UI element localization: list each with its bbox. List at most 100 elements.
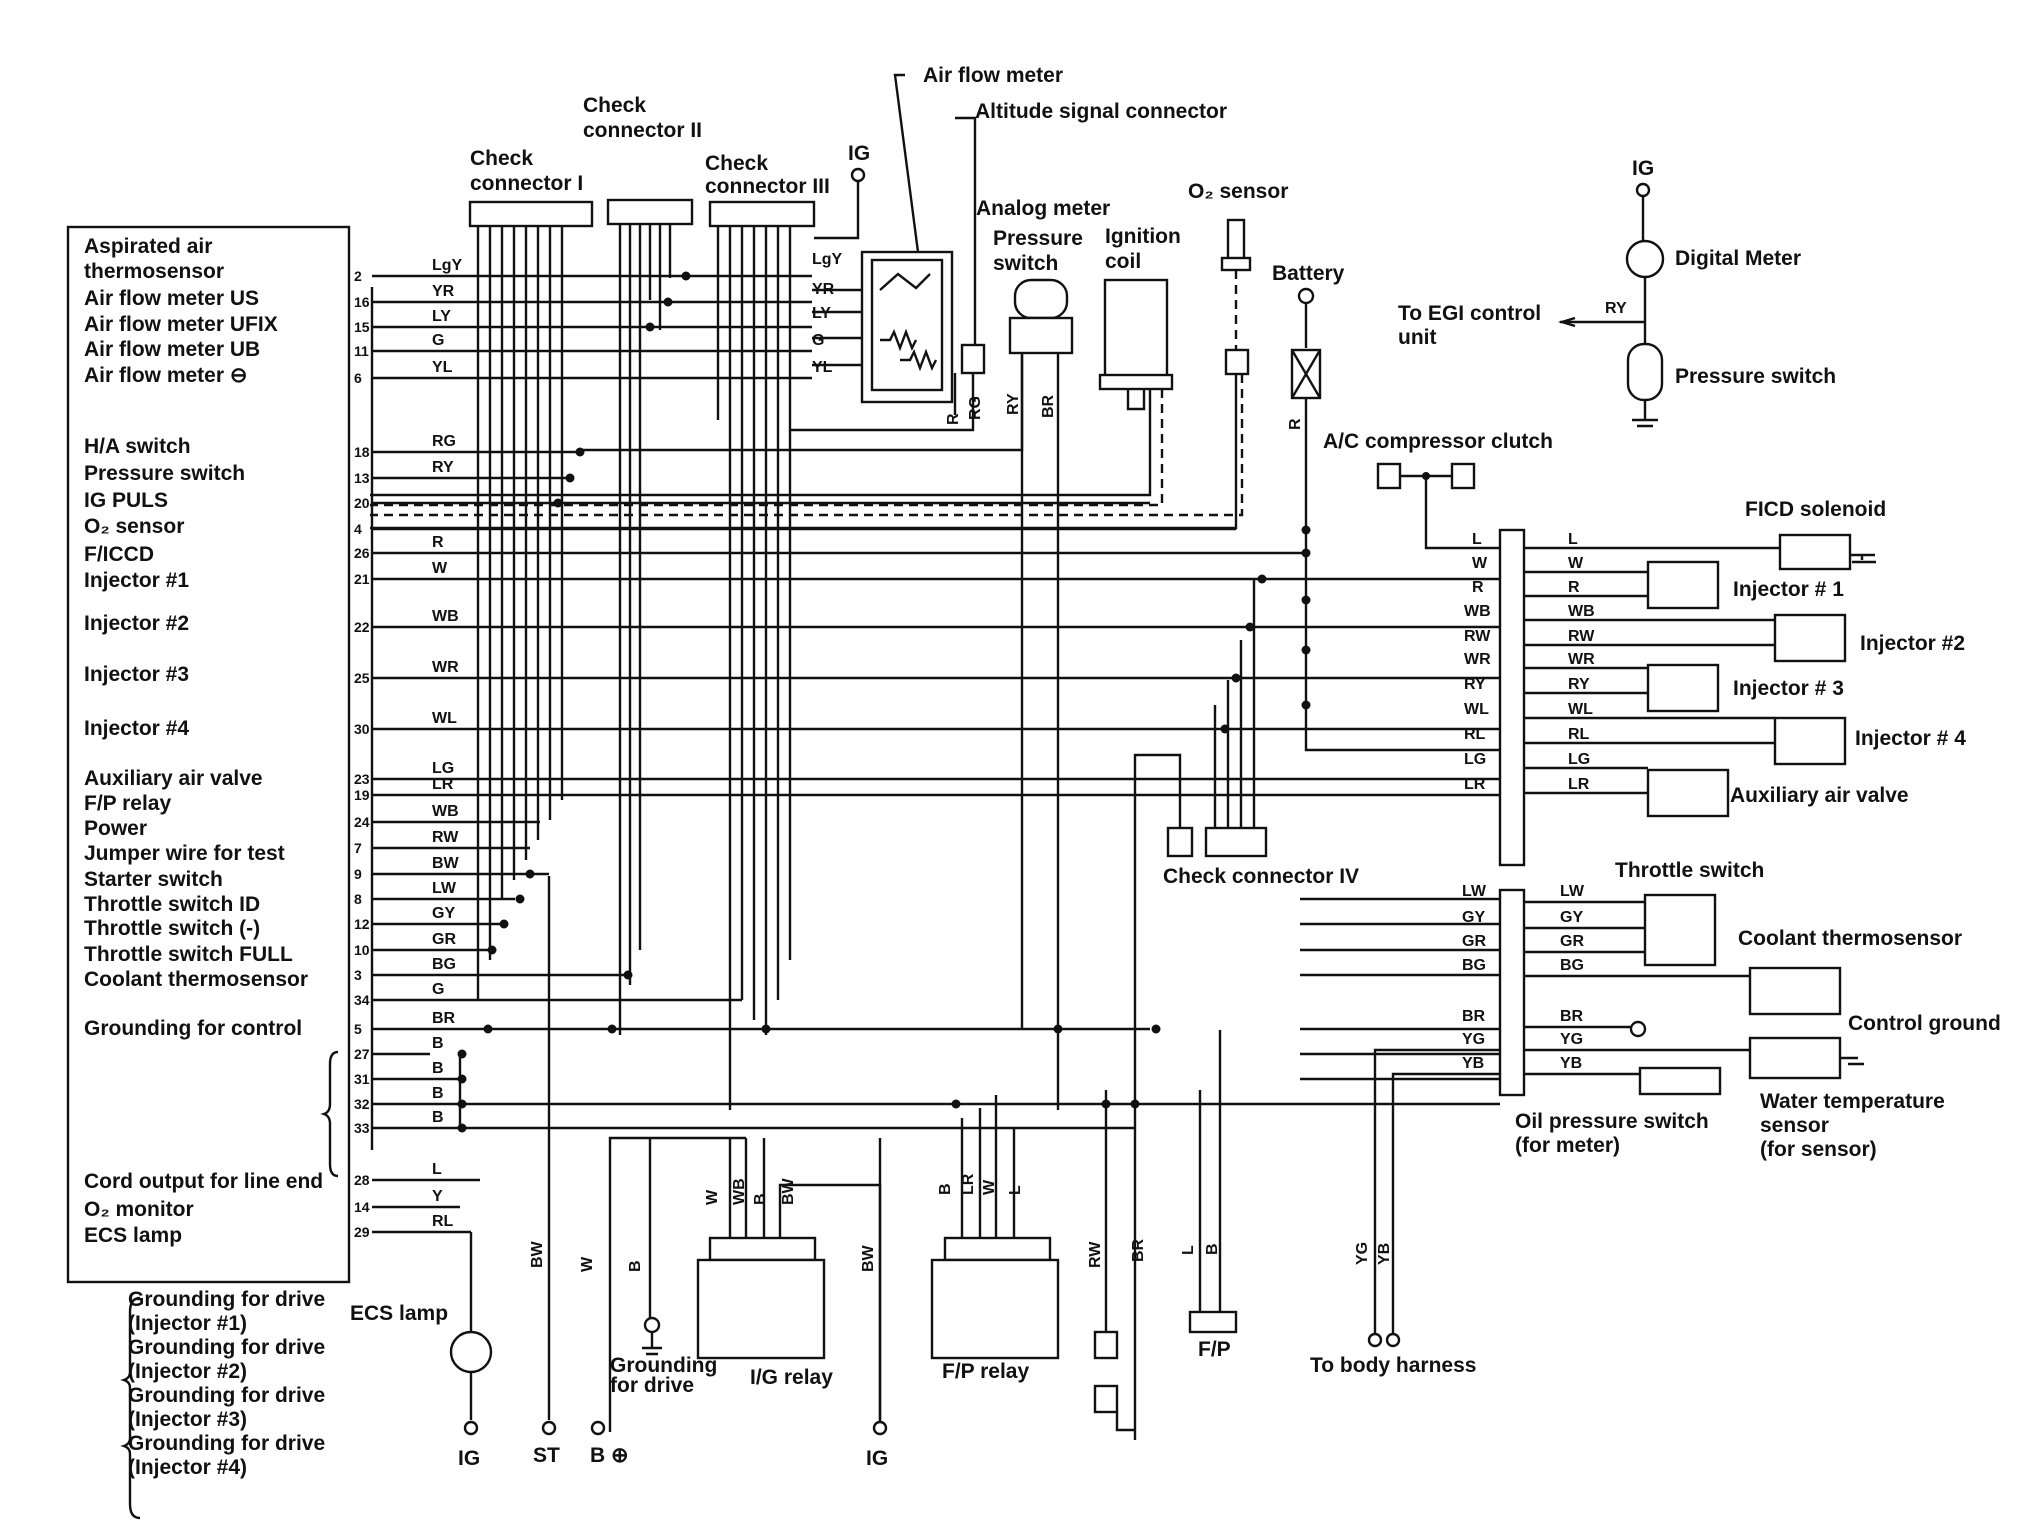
ig-relay-label: I/G relay xyxy=(750,1366,833,1389)
injector-4-label: Injector # 4 xyxy=(1855,727,1966,750)
ecu-pin-number: 4 xyxy=(354,521,362,537)
water-temp-label-b: sensor xyxy=(1760,1114,1829,1137)
right-wire-code-left: WR xyxy=(1464,651,1491,668)
vertical-wire-code: L xyxy=(1007,1185,1024,1195)
pressure-switch-label-b: switch xyxy=(993,252,1058,275)
ecu-label: O₂ sensor xyxy=(84,515,184,538)
check-connector-1-label-a: Check xyxy=(470,147,533,170)
ecu-pin-number: 15 xyxy=(354,319,370,335)
ecu-pin-number: 5 xyxy=(354,1021,362,1037)
injector-2-label: Injector #2 xyxy=(1860,632,1965,655)
check-connector-2 xyxy=(606,198,694,226)
battery-label: Battery xyxy=(1272,262,1345,285)
check-connector-3-label-a: Check xyxy=(705,152,768,175)
water-temp-label-c: (for sensor) xyxy=(1760,1138,1877,1161)
ecu-label: Aspirated air xyxy=(84,235,212,258)
ecu-label: Auxiliary air valve xyxy=(84,767,263,790)
right-wire-code-left: WL xyxy=(1464,701,1489,718)
right-wire-code-left: LR xyxy=(1464,776,1486,793)
ecu-wire-code: B xyxy=(432,1085,444,1102)
ecs-lamp-bulb xyxy=(449,1330,493,1374)
ecu-wire-code: WB xyxy=(432,803,459,820)
right-wire-code-left: WB xyxy=(1464,603,1491,620)
ecu-pin-number: 13 xyxy=(354,470,370,486)
ecu-pin-number: 10 xyxy=(354,942,370,958)
ecu-pin-number: 6 xyxy=(354,370,362,386)
check-connector-4-label: Check connector IV xyxy=(1163,865,1359,888)
ecu-label: Injector #1 xyxy=(84,569,189,592)
afm-wire-code: G xyxy=(812,332,824,349)
ecu-wire-code: GR xyxy=(432,931,456,948)
bottom-b-label: B ⊕ xyxy=(590,1444,629,1467)
grounding-note-line: Grounding for drive xyxy=(128,1432,325,1455)
check-connector-4a xyxy=(1166,826,1194,858)
ecu-pin-number: 31 xyxy=(354,1071,370,1087)
bottom-ig-2-label: IG xyxy=(866,1447,888,1470)
right-wire-code-right: RW xyxy=(1568,628,1595,645)
ecu-label: ECS lamp xyxy=(84,1224,182,1247)
ecu-label: Jumper wire for test xyxy=(84,842,285,865)
ig-top-label: IG xyxy=(848,142,870,165)
ac-clutch-left xyxy=(1376,462,1402,490)
ecu-wire-code: GY xyxy=(432,905,455,922)
bottom-st-label: ST xyxy=(533,1444,560,1467)
bottom-ig-1-label: IG xyxy=(458,1447,480,1470)
ecu-label: Injector #4 xyxy=(84,717,189,740)
to-egi-label-a: To EGI control xyxy=(1398,302,1541,325)
digital-meter xyxy=(1625,239,1665,279)
vertical-wire-code: B xyxy=(1204,1243,1221,1255)
ecu-label: Coolant thermosensor xyxy=(84,968,308,991)
altitude-signal-connector-label: Altitude signal connector xyxy=(975,100,1227,123)
ecu-wire-code: WL xyxy=(432,710,457,727)
vertical-wire-code: B xyxy=(752,1193,769,1205)
injector-2 xyxy=(1773,613,1847,663)
ecu-pin-number: 18 xyxy=(354,444,370,460)
ecu-label: Cord output for line end xyxy=(84,1170,323,1193)
vertical-wire-code: BR xyxy=(1040,394,1057,418)
terminal-rw xyxy=(1093,1330,1119,1360)
lower-wire-code-right: YB xyxy=(1560,1055,1582,1072)
ecu-wire-code: L xyxy=(432,1161,442,1178)
right-wire-code-left: RY xyxy=(1464,676,1486,693)
ac-clutch-label: A/C compressor clutch xyxy=(1323,430,1553,453)
analog-meter-label: Analog meter xyxy=(976,197,1110,220)
right-wire-code-left: RL xyxy=(1464,726,1486,743)
check-connector-4b xyxy=(1204,826,1268,858)
ecu-label: O₂ monitor xyxy=(84,1198,194,1221)
check-connector-3 xyxy=(708,200,816,228)
fp-relay-cap xyxy=(943,1236,1052,1262)
grounding-notes-bracket xyxy=(120,1296,141,1520)
oil-pressure-switch xyxy=(1638,1066,1722,1096)
right-wire-code-left: W xyxy=(1472,555,1488,572)
ecu-pin-number: 11 xyxy=(354,343,369,359)
ecu-pin-number: 9 xyxy=(354,866,362,882)
vertical-wire-code: BW xyxy=(529,1240,546,1268)
ecu-wire-code: B xyxy=(432,1060,444,1077)
right-wire-code-left: L xyxy=(1472,531,1482,548)
right-wire-code-left: RW xyxy=(1464,628,1491,645)
ecs-lamp-label: ECS lamp xyxy=(350,1302,448,1325)
vertical-wire-code: B xyxy=(627,1260,644,1272)
ecu-label: Pressure switch xyxy=(84,462,245,485)
check-connector-2-label-b: connector II xyxy=(583,119,702,142)
ecu-wire-code: WR xyxy=(432,659,459,676)
digital-meter-label: Digital Meter xyxy=(1675,247,1801,270)
injector-4 xyxy=(1773,716,1847,766)
aux-air-valve-label: Auxiliary air valve xyxy=(1730,784,1909,807)
water-temperature-sensor xyxy=(1748,1036,1842,1080)
vertical-wire-code: L xyxy=(1180,1245,1197,1255)
vertical-wire-code: RW xyxy=(1087,1241,1104,1268)
injector-3-label: Injector # 3 xyxy=(1733,677,1844,700)
ecu-wire-code: RY xyxy=(432,459,454,476)
right-wire-code-right: RY xyxy=(1568,676,1590,693)
ecu-label: thermosensor xyxy=(84,260,224,283)
water-temp-label-a: Water temperature xyxy=(1760,1090,1945,1113)
afm-wire-code: YR xyxy=(812,281,835,298)
right-wire-code-right: LG xyxy=(1568,751,1590,768)
control-ground-label: Control ground xyxy=(1848,1012,2001,1035)
ecu-wire-code: G xyxy=(432,332,444,349)
grounding-note-line: Grounding for drive xyxy=(128,1288,325,1311)
ecu-pin-number: 24 xyxy=(354,814,370,830)
